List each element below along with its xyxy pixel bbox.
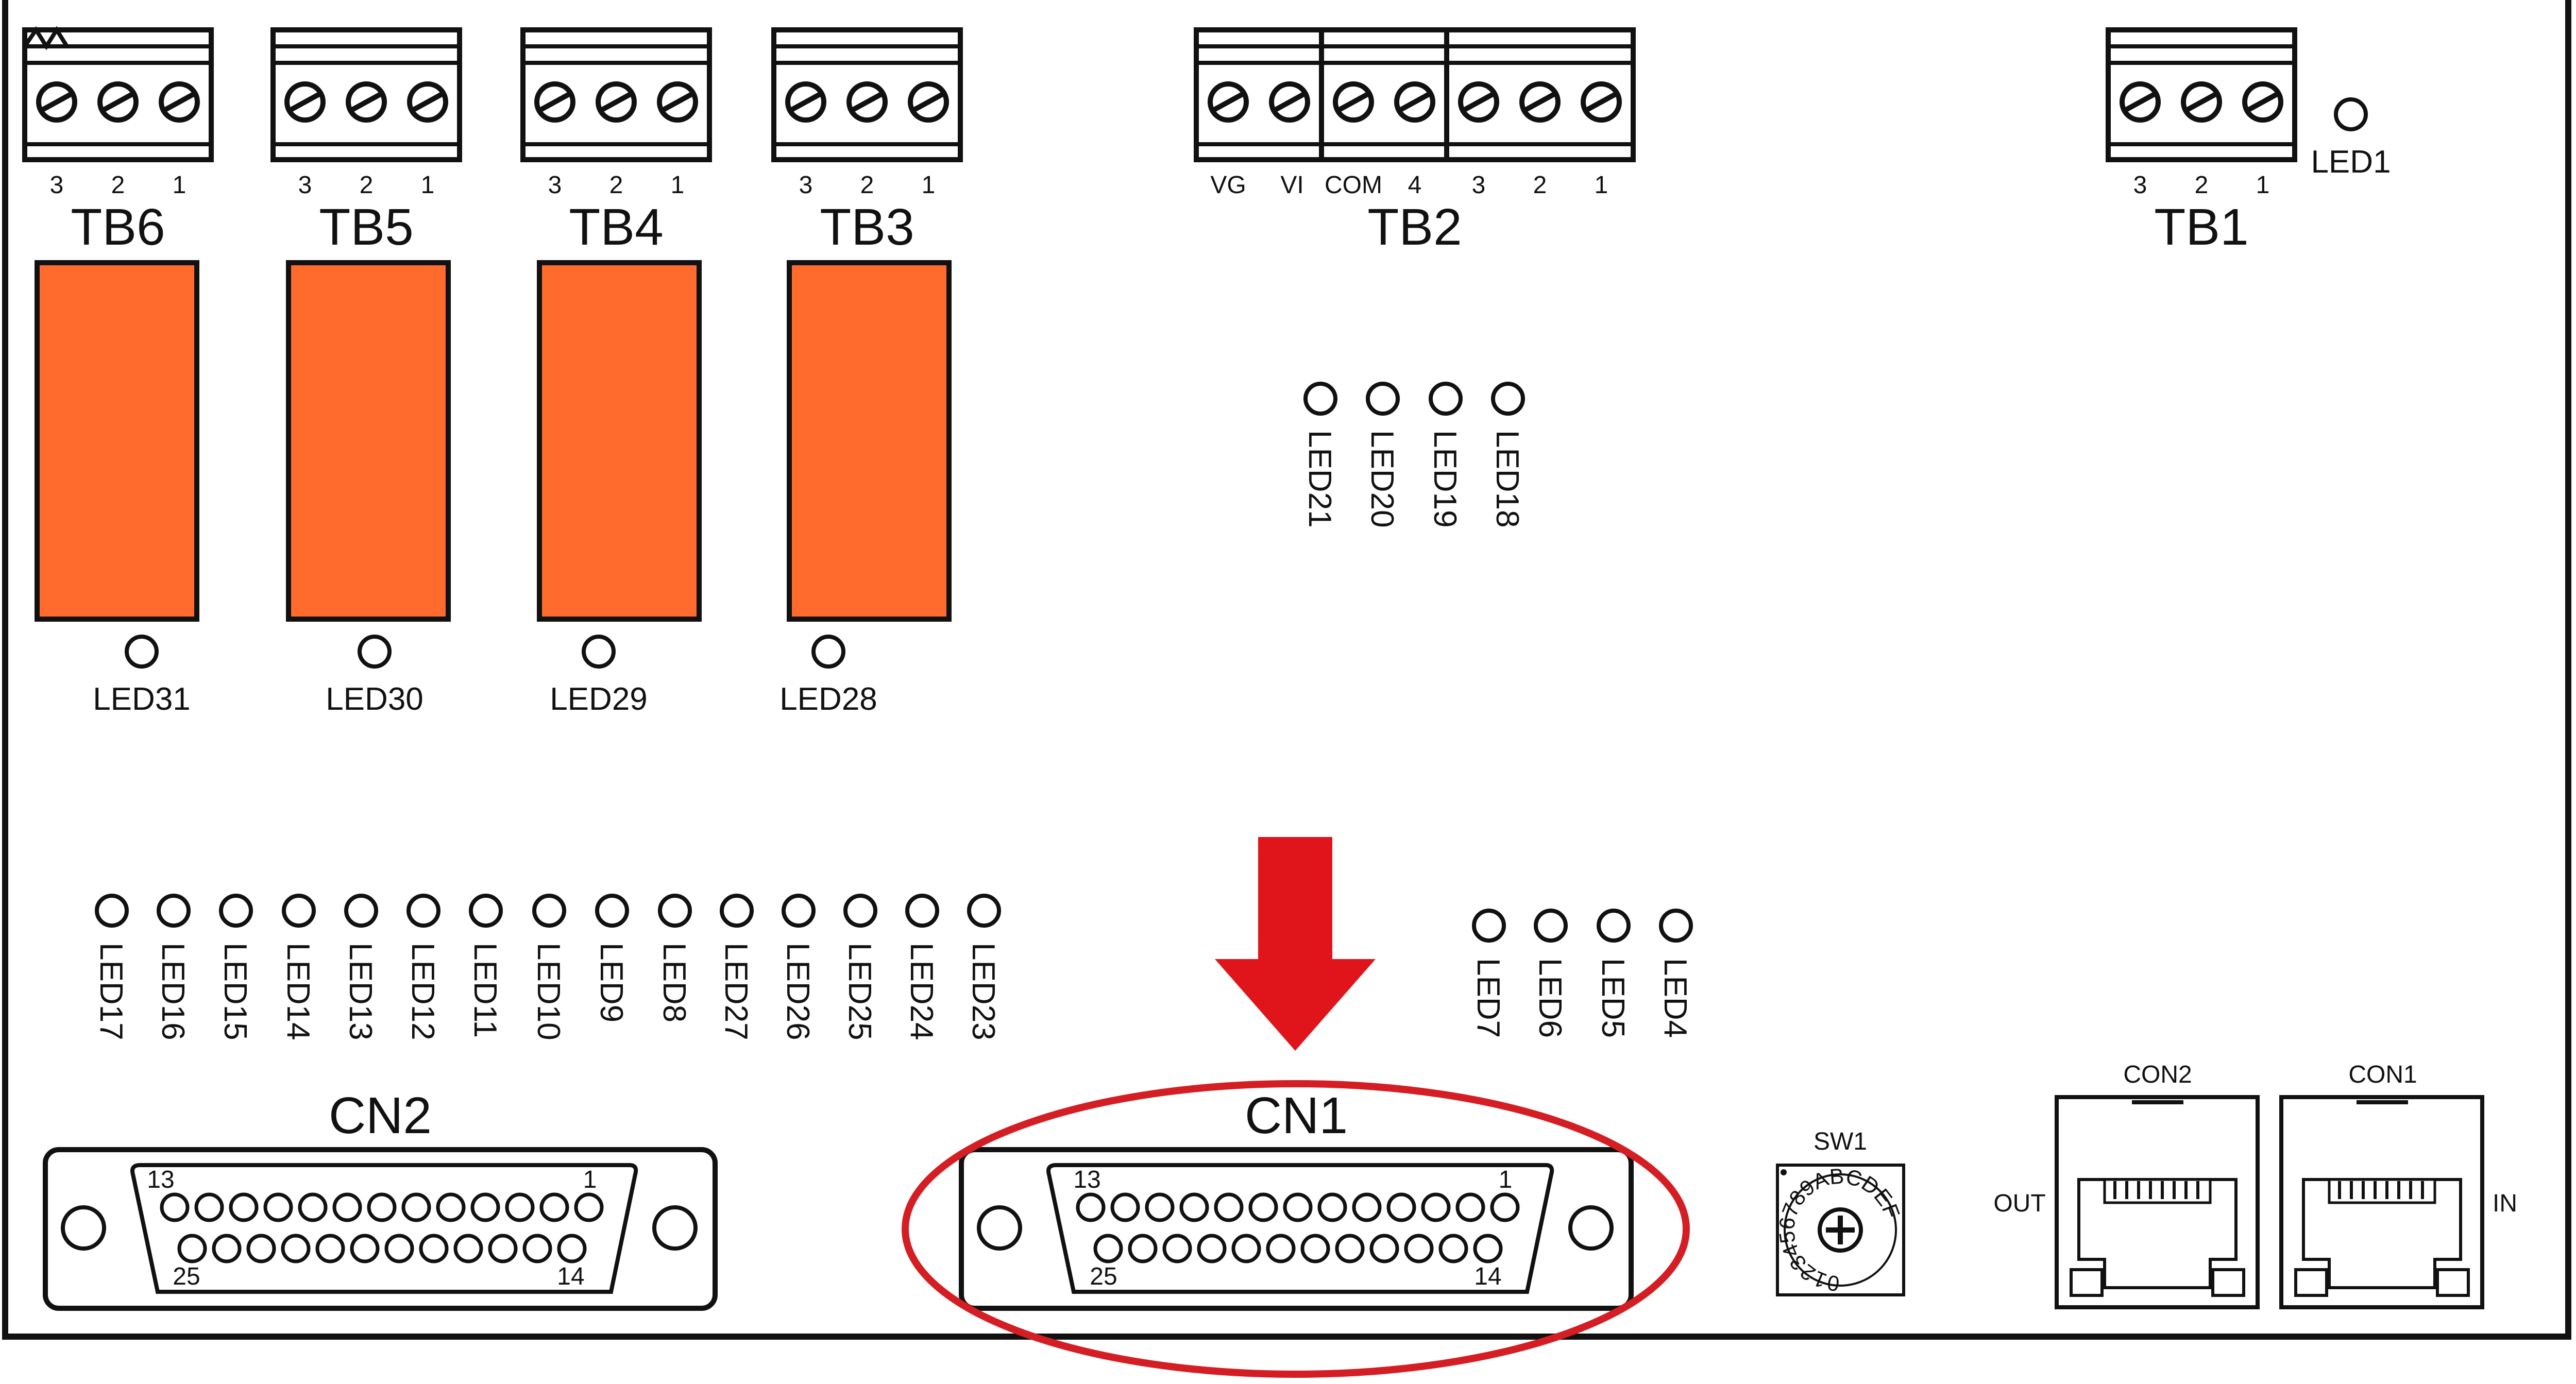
led-7-label: LED7 <box>1470 958 1506 1038</box>
led-18-label: LED18 <box>1489 430 1525 528</box>
tb2-pin-1: 1 <box>1595 172 1608 199</box>
con1-side-label: IN <box>2493 1190 2517 1217</box>
cn1-pin-13: 13 <box>1073 1166 1100 1193</box>
led-8-label: LED8 <box>656 943 692 1022</box>
cn1-label: CN1 <box>1245 1087 1348 1144</box>
arrow-down-icon <box>1215 837 1376 1051</box>
connector-cn2: CN2 13 1 25 14 <box>43 1087 718 1311</box>
led-31-label: LED31 <box>93 681 191 717</box>
sw1-label: SW1 <box>1814 1128 1867 1155</box>
cn1-pin-14: 14 <box>1474 1263 1501 1290</box>
led-23-label: LED23 <box>965 943 1001 1040</box>
terminal-block-tb1: 3 2 1 TB1 <box>2106 27 2297 256</box>
led-13-label: LED13 <box>343 943 378 1040</box>
led-20-label: LED20 <box>1364 430 1400 528</box>
led-group-cn1: LED7 LED6 LED5 LED4 <box>1470 909 1693 1038</box>
led-28-label: LED28 <box>779 681 877 717</box>
led-15-label: LED15 <box>217 943 253 1040</box>
led-30: LED30 <box>326 635 423 717</box>
cn1-pin-1: 1 <box>1499 1166 1513 1193</box>
led-29-label: LED29 <box>550 681 648 717</box>
cn2-pin-25: 25 <box>173 1263 200 1290</box>
con2-side-label: OUT <box>1993 1190 2045 1217</box>
tb4-label: TB4 <box>569 198 663 256</box>
led-11-label: LED11 <box>467 943 503 1038</box>
relay-tb5 <box>286 260 451 622</box>
relay-tb3 <box>787 260 952 622</box>
led-16-label: LED16 <box>155 943 191 1040</box>
tb6-pin-3: 3 <box>50 172 64 199</box>
led-12-label: LED12 <box>405 943 440 1040</box>
tb2-label: TB2 <box>1367 198 1462 256</box>
led-28: LED28 <box>779 635 877 717</box>
con1-label: CON1 <box>2348 1061 2417 1088</box>
led-27-label: LED27 <box>718 943 754 1040</box>
cn1-highlight-ellipse <box>902 1080 1690 1378</box>
tb5-pin-3: 3 <box>298 172 312 199</box>
con2-label: CON2 <box>2123 1061 2192 1088</box>
tb4-pin-2: 2 <box>609 172 623 199</box>
led-21-label: LED21 <box>1302 430 1337 528</box>
led-10-label: LED10 <box>531 943 566 1040</box>
led-14-label: LED14 <box>280 943 316 1040</box>
cn2-label: CN2 <box>329 1087 432 1144</box>
tb2-pin-vi: VI <box>1280 172 1303 199</box>
led-group-cn2: LED17 LED16 LED15 LED14 LED13 LED12 LED1… <box>93 894 1001 1040</box>
led-29: LED29 <box>550 635 648 717</box>
tb6-pin-2: 2 <box>111 172 125 199</box>
tb4-pin-3: 3 <box>548 172 562 199</box>
tb6-pin-1: 1 <box>173 172 187 199</box>
cn2-pin-13: 13 <box>147 1166 174 1193</box>
tb2-pin-4: 4 <box>1408 172 1422 199</box>
led-1: LED1 <box>2311 97 2391 180</box>
rj45-con2: CON2 OUT <box>1993 1061 2260 1309</box>
tb3-pin-2: 2 <box>860 172 874 199</box>
tb6-label: TB6 <box>71 198 165 256</box>
tb2-pin-3: 3 <box>1472 172 1486 199</box>
led-19-label: LED19 <box>1427 430 1463 528</box>
terminal-block-tb6: 3 2 1 TB6 <box>22 26 214 256</box>
tb1-pin-1: 1 <box>2256 172 2270 199</box>
tb3-pin-1: 1 <box>922 172 936 199</box>
led-17-label: LED17 <box>93 943 129 1040</box>
tb2-pin-2: 2 <box>1533 172 1547 199</box>
rj45-con1: CON1 IN <box>2279 1061 2517 1309</box>
connector-cn1: CN1 13 1 25 14 <box>959 1087 1634 1311</box>
tb1-pin-3: 3 <box>2133 172 2147 199</box>
led-6-label: LED6 <box>1532 958 1568 1038</box>
relay-tb4 <box>537 260 702 622</box>
led-31: LED31 <box>93 635 191 717</box>
led-9-label: LED9 <box>594 943 629 1022</box>
cn2-pin-1: 1 <box>583 1166 597 1193</box>
tb3-pin-3: 3 <box>799 172 813 199</box>
terminal-block-tb4: 3 2 1 TB4 <box>520 27 712 256</box>
tb3-label: TB3 <box>820 198 914 256</box>
tb1-pin-2: 2 <box>2195 172 2209 199</box>
tb4-pin-1: 1 <box>671 172 685 199</box>
led-4-label: LED4 <box>1657 958 1693 1038</box>
cn2-pin-14: 14 <box>557 1263 584 1290</box>
led-30-label: LED30 <box>326 681 423 717</box>
relay-tb6 <box>35 260 199 622</box>
tb5-pin-1: 1 <box>421 172 435 199</box>
cn1-pin-25: 25 <box>1090 1263 1117 1290</box>
led-group-input: LED21 LED20 LED19 LED18 <box>1302 382 1525 528</box>
led-25-label: LED25 <box>842 943 877 1040</box>
led-26-label: LED26 <box>780 943 816 1040</box>
led-5-label: LED5 <box>1595 958 1631 1038</box>
tb5-pin-2: 2 <box>360 172 374 199</box>
led-24-label: LED24 <box>904 943 939 1040</box>
tb2-pin-vg: VG <box>1210 172 1246 199</box>
led-1-label: LED1 <box>2311 144 2391 180</box>
terminal-block-tb2: VG VI COM 4 3 2 1 TB2 <box>1194 27 1636 256</box>
rotary-switch-sw1: SW1 0123456789ABCDEF <box>1774 1128 1905 1296</box>
tb1-label: TB1 <box>2154 198 2248 256</box>
tb2-pin-com: COM <box>1325 172 1382 199</box>
terminal-block-tb3: 3 2 1 TB3 <box>771 27 963 256</box>
terminal-block-tb5: 3 2 1 TB5 <box>270 27 462 256</box>
tb5-label: TB5 <box>319 198 413 256</box>
